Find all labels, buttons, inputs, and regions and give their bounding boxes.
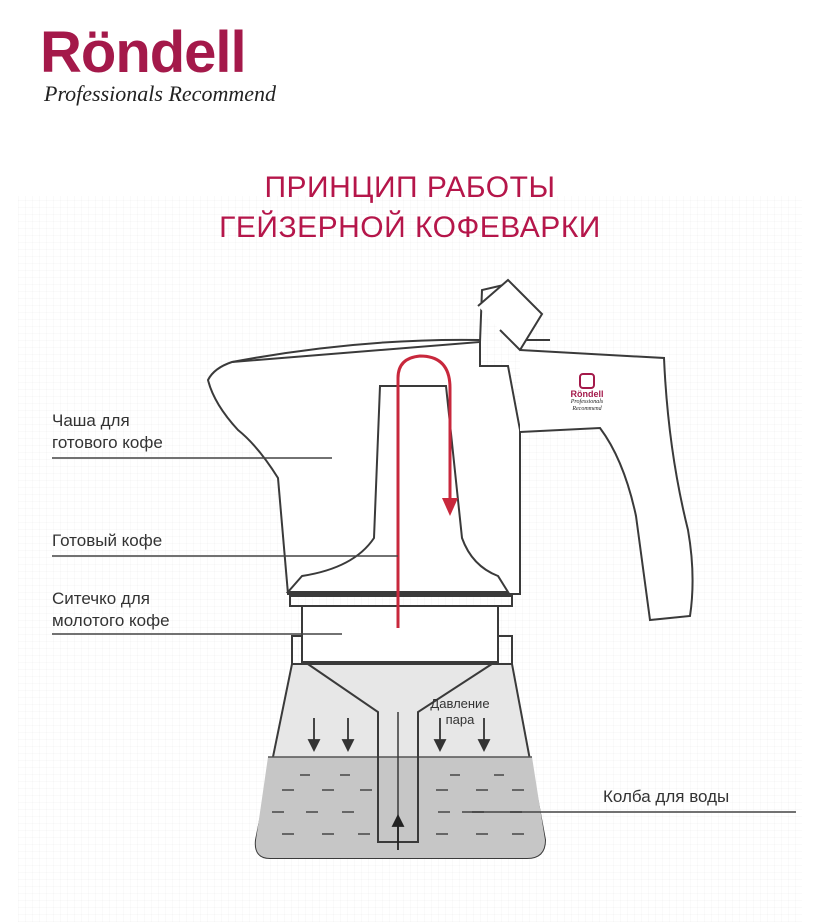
- inner-column: [285, 385, 510, 593]
- brand-name: Röndell: [40, 20, 247, 85]
- mini-logo-name: Röndell: [570, 389, 604, 399]
- title-line-2: ГЕЙЗЕРНОЙ КОФЕВАРКИ: [219, 211, 601, 244]
- label-ready-coffee: Готовый кофе: [52, 531, 163, 550]
- collar: [289, 595, 513, 665]
- brand-tagline: Professionals Recommend: [44, 81, 276, 106]
- label-steam-line-2: пара: [445, 712, 475, 727]
- label-filter-line-2: молотого кофе: [52, 611, 170, 630]
- lid-knob: [477, 278, 544, 352]
- leader-lines: [52, 457, 796, 813]
- label-filter-line-1: Ситечко для: [52, 589, 150, 608]
- coffee-flow-arrowhead: [442, 498, 458, 516]
- upper-chamber: [206, 338, 521, 595]
- label-cup: Чаша для готового кофе: [52, 410, 163, 454]
- water: [255, 757, 545, 858]
- label-steam-line-1: Давление: [430, 696, 490, 711]
- mini-brand-logo: Röndell Professionals Recommend: [556, 373, 618, 413]
- page-title: ПРИНЦИП РАБОТЫ ГЕЙЗЕРНОЙ КОФЕВАРКИ: [150, 168, 670, 248]
- label-steam: Давление пара: [420, 696, 500, 728]
- steam-arrows: [307, 718, 491, 753]
- label-filter: Ситечко для молотого кофе: [52, 588, 170, 632]
- title-line-1: ПРИНЦИП РАБОТЫ: [264, 171, 556, 204]
- brand-logo: Röndell Professionals Recommend: [40, 20, 330, 106]
- label-cup-line-2: готового кофе: [52, 433, 163, 452]
- coffee-flow: [396, 354, 452, 628]
- mini-logo-tagline: Professionals Recommend: [570, 399, 604, 412]
- handle: [519, 349, 694, 622]
- mini-logo-badge-icon: [579, 373, 595, 389]
- up-arrow: [391, 813, 405, 850]
- label-cup-line-1: Чаша для: [52, 411, 130, 430]
- label-water-flask: Колба для воды: [603, 787, 730, 806]
